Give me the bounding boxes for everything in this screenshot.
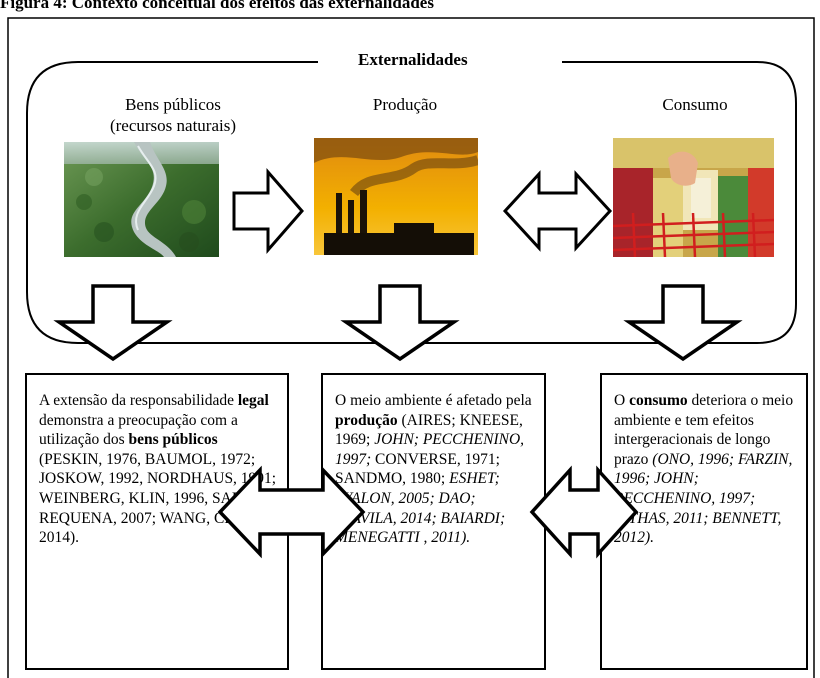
box2-text-2: produção [335,411,398,429]
box3-text-2: consumo [629,392,688,409]
box1-text-4: bens públicos [128,431,218,449]
label-consumption: Consumo [635,94,755,115]
label-production: Produção [330,94,480,115]
box2-text-4: JOHN; PECCHENINO, 1997; [335,431,525,468]
box3-text-1: O [614,392,630,409]
box3-text-4: (ONO, 1996; FARZIN, 1996; JOHN; PECCHENI… [614,450,793,547]
figure-title: Figura 4: Contexto conceitual dos efeito… [0,0,434,12]
box1-text-2: legal [237,392,269,409]
externalities-container [26,61,797,344]
box2-text-1: O meio ambiente é afetado pela [335,392,532,409]
box1-text-5: (PESKIN, 1976, BAUMOL, 1972; JOSKOW, 199… [39,450,277,547]
outer-frame [7,17,815,678]
box3-text-3: deteriora o meio ambiente e tem efeitos … [614,392,794,468]
text-box-consumption: O consumo deteriora o meio ambiente e te… [600,373,808,670]
double-arrow-icon [502,170,613,252]
text-box-public-goods: A extensão da responsabilidade legal dem… [25,373,289,670]
factory-smokestacks-photo [314,138,478,255]
down-arrow-icon-2 [340,284,460,362]
label-public-goods-line2: (recursos naturais) [109,116,237,135]
supermarket-cart-photo [613,138,774,257]
box2-text-3: (AIRES; KNEESE, 1969; [335,411,523,449]
right-arrow-icon [232,167,304,255]
box1-text-1: A extensão da responsabilidade [39,392,238,409]
text-box-production: O meio ambiente é afetado pela produção … [321,373,546,670]
label-consumption-line1: Consumo [662,95,728,114]
label-public-goods: Bens públicos (recursos naturais) [80,94,266,136]
down-arrow-icon-3 [623,284,743,362]
externalities-title: Externalidades [358,50,468,69]
down-arrow-icon-1 [53,284,173,362]
forest-river-photo [64,142,219,257]
box1-text-3: demonstra a preocupação com a utilização… [39,411,238,449]
label-production-line1: Produção [372,95,438,114]
box2-text-6: ESHET; AYALON, 2005; DAO; D’AVILA, 2014;… [335,470,506,547]
label-public-goods-line1: Bens públicos [125,95,221,114]
